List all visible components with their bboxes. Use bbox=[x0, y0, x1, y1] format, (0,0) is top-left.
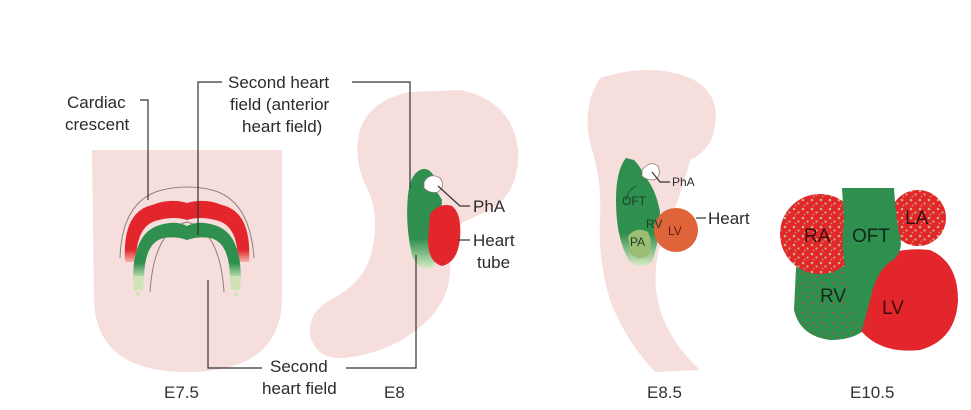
label-shf-anterior-2: field (anterior bbox=[230, 95, 330, 114]
label-oft: OFT bbox=[852, 226, 890, 247]
label-shf-1: Second bbox=[270, 357, 328, 376]
e75-green-tail-right bbox=[230, 276, 241, 290]
stage-e75: E7.5 bbox=[164, 383, 199, 402]
e75-speck-right bbox=[234, 292, 238, 296]
e105-panel bbox=[780, 188, 958, 351]
e75-speck-left bbox=[136, 292, 140, 296]
label-lv-e85: LV bbox=[668, 224, 682, 238]
label-shf-anterior-3: heart field) bbox=[242, 117, 322, 136]
label-la: LA bbox=[905, 208, 929, 229]
label-pha-e85: PhA bbox=[672, 175, 695, 189]
label-cardiac-crescent-2: crescent bbox=[65, 115, 130, 134]
label-heart-e85: Heart bbox=[708, 209, 750, 228]
e8-heart-tube bbox=[428, 205, 460, 266]
label-ra: RA bbox=[804, 226, 831, 247]
label-heart-tube-1: Heart bbox=[473, 231, 515, 250]
label-lv: LV bbox=[882, 298, 904, 319]
label-rv-e85: RV bbox=[646, 217, 662, 231]
label-pha-e8: PhA bbox=[473, 197, 506, 216]
label-shf-anterior-1: Second heart bbox=[228, 73, 329, 92]
label-pa-e85: PA bbox=[630, 235, 645, 249]
label-shf-2: heart field bbox=[262, 379, 337, 398]
e75-embryo bbox=[92, 150, 282, 372]
label-rv: RV bbox=[820, 286, 846, 307]
label-oft-e85: OFT bbox=[622, 194, 647, 208]
stage-e8: E8 bbox=[384, 383, 405, 402]
e75-panel bbox=[92, 150, 282, 372]
label-cardiac-crescent-1: Cardiac bbox=[67, 93, 126, 112]
stage-e105: E10.5 bbox=[850, 383, 894, 402]
e75-green-tail-left bbox=[133, 276, 144, 290]
e8-panel bbox=[310, 90, 518, 358]
label-heart-tube-2: tube bbox=[477, 253, 510, 272]
stage-e85: E8.5 bbox=[647, 383, 682, 402]
e8-pharyngeal-arch bbox=[424, 176, 443, 193]
